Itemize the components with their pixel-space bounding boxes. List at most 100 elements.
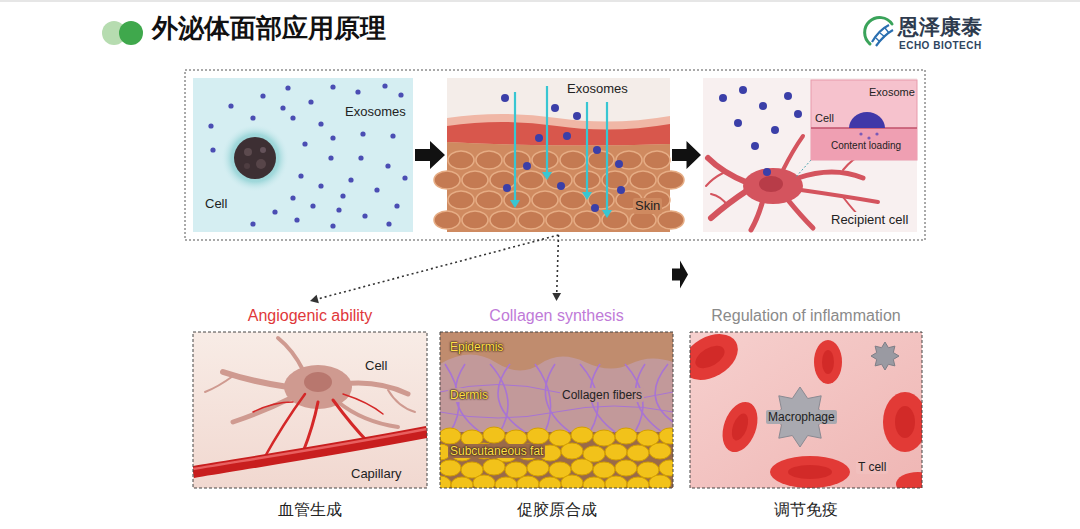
red-blood-cell <box>729 411 752 442</box>
penetration-arrow <box>586 102 588 194</box>
arrow-head <box>552 293 561 301</box>
red-blood-cell <box>770 456 850 488</box>
recipient-cell-picture <box>759 102 767 110</box>
part-label: Skin <box>633 198 662 214</box>
cell-exosome-picture <box>272 209 277 214</box>
skin-picture <box>462 171 488 189</box>
recipient-cell-picture <box>801 190 878 202</box>
skin-picture <box>490 211 516 229</box>
effect-panel: Collagen synthesisEpidermisDermisCollage… <box>440 300 673 488</box>
uptake-inset <box>867 136 870 139</box>
dotted-arrow <box>310 235 559 303</box>
cell-exosome-picture <box>358 155 363 160</box>
recipient-cell-picture <box>783 136 803 170</box>
red-blood-cell <box>690 332 922 488</box>
skin-panel: ExosomesSkin <box>447 78 670 232</box>
skin-picture <box>490 171 516 189</box>
collagen-picture <box>571 459 593 475</box>
angiogenesis-picture <box>388 390 415 412</box>
flow-arrow <box>672 261 688 289</box>
cell-exosome-picture <box>360 131 365 136</box>
collagen-picture <box>483 459 505 475</box>
skin-picture <box>518 171 544 189</box>
recipient-cell-picture <box>794 110 802 118</box>
logo-icon <box>865 18 893 46</box>
collagen-picture <box>440 332 673 371</box>
skin-picture <box>518 211 544 229</box>
angiogenesis-picture <box>233 397 293 422</box>
dotted-arrow-line <box>557 235 559 293</box>
inflammation-picture <box>690 332 922 488</box>
penetration-arrow <box>510 200 520 208</box>
angiogenesis-picture <box>338 402 398 427</box>
panel-caption: 血管生成 <box>193 500 427 519</box>
skin-picture <box>551 104 559 112</box>
recipient-cell-picture <box>788 200 813 228</box>
collagen-picture <box>440 332 673 488</box>
cell-exosome-picture <box>234 137 276 179</box>
part-label: Recipient cell <box>829 212 910 228</box>
title-icon <box>102 21 143 45</box>
skin-picture <box>593 146 601 154</box>
skin-picture <box>532 151 558 169</box>
cell-exosome-picture <box>256 159 266 169</box>
skin-picture <box>617 186 625 194</box>
cell-exosome-picture <box>298 173 303 178</box>
cell-exosome-picture <box>290 195 295 200</box>
skin-picture <box>546 211 572 229</box>
red-blood-cell <box>896 472 922 488</box>
collagen-picture <box>539 477 561 488</box>
collagen-picture <box>649 475 671 488</box>
part-label: Subcutaneous fat <box>448 444 545 458</box>
arrow-head <box>310 295 319 304</box>
collagen-picture <box>605 476 627 488</box>
angiogenesis-picture <box>304 372 332 392</box>
skin-picture <box>630 171 656 189</box>
t-cell <box>871 342 899 370</box>
angiogenesis-picture <box>343 394 383 414</box>
angiogenesis-picture <box>205 338 415 427</box>
skin-picture <box>447 122 670 146</box>
slide-title: 外泌体面部应用原理 <box>152 13 386 44</box>
recipient-cell-picture <box>734 119 742 127</box>
red-blood-cell <box>895 406 915 438</box>
panel-caption: 调节免疫 <box>690 500 922 519</box>
collagen-picture <box>440 460 461 476</box>
recipient-cell-picture <box>719 94 727 102</box>
process-frame <box>185 70 925 240</box>
red-blood-cell <box>690 332 746 389</box>
collagen-picture <box>440 364 673 432</box>
effect-panel: Regulation of inflammationMacrophageT ce… <box>690 300 922 488</box>
skin-picture <box>591 204 599 212</box>
cell-exosome-picture <box>294 217 299 222</box>
cell-exosome-picture <box>362 213 367 218</box>
collagen-picture <box>593 462 615 478</box>
penetration-arrow <box>515 86 607 212</box>
skin-picture <box>503 184 511 192</box>
red-blood-cell <box>814 340 842 384</box>
penetration-arrow <box>514 92 516 202</box>
penetration-arrow <box>542 172 552 180</box>
penetration-arrow <box>606 102 608 212</box>
part-label: Cell <box>815 112 834 125</box>
recipient-cell-picture <box>743 168 803 204</box>
penetration-arrow <box>602 210 612 218</box>
cell-exosome-picture <box>330 84 335 89</box>
cell-exosome-picture <box>318 183 323 188</box>
skin-picture <box>616 151 642 169</box>
angiogenesis-picture <box>253 402 293 412</box>
part-label: Cell <box>365 358 387 374</box>
skin-picture <box>615 160 623 168</box>
skin-picture <box>630 211 656 229</box>
part-label: Collagen fibers <box>560 388 644 402</box>
uptake-inset <box>875 132 878 135</box>
cell-exosome-picture <box>290 115 295 120</box>
logo-icon <box>876 30 893 46</box>
angiogenesis-picture <box>193 332 427 488</box>
cell-exosome-picture <box>310 203 315 208</box>
angiogenesis-picture <box>303 402 318 452</box>
part-label: Capillary <box>351 466 402 482</box>
part-label: Dermis <box>448 388 490 402</box>
skin-picture <box>476 151 502 169</box>
collagen-picture <box>429 332 681 493</box>
